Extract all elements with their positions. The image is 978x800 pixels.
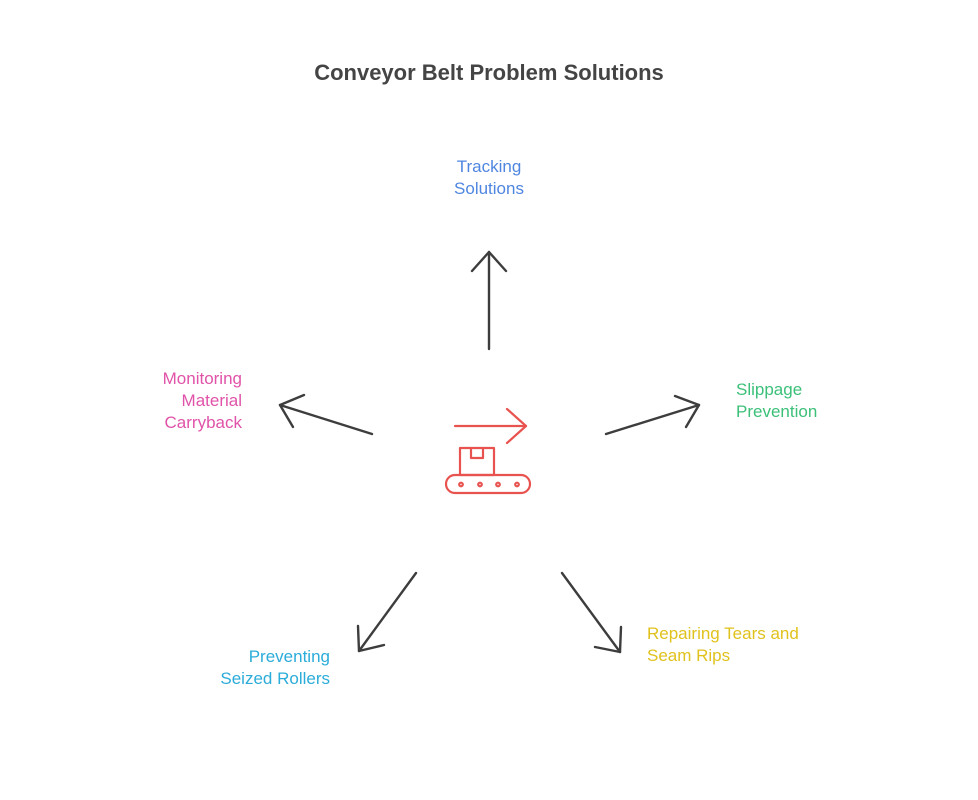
- branch-label-repairing: Repairing Tears and Seam Rips: [647, 623, 897, 667]
- roller: [458, 481, 464, 488]
- roller: [495, 481, 501, 488]
- branch-label-slippage: Slippage Prevention: [736, 379, 936, 423]
- label-line: Tracking: [456, 157, 522, 176]
- arrow-slippage: [604, 394, 701, 436]
- roller: [514, 481, 520, 488]
- label-line: Prevention: [736, 402, 818, 421]
- branch-label-seized: Preventing Seized Rollers: [130, 646, 330, 690]
- arrow-tracking: [470, 250, 508, 351]
- label-line: Monitoring: [162, 369, 242, 388]
- box: [458, 446, 496, 477]
- branch-label-tracking: Tracking Solutions: [389, 156, 589, 200]
- arrow-carryback: [278, 393, 374, 436]
- label-line: Carryback: [164, 413, 242, 432]
- diagram-title: Conveyor Belt Problem Solutions: [314, 60, 664, 85]
- branch-label-carryback: Monitoring Material Carryback: [42, 368, 242, 434]
- arrow-repairing: [560, 571, 623, 654]
- label-line: Solutions: [454, 179, 524, 198]
- label-line: Slippage: [736, 380, 803, 399]
- icon-arrow-head: [505, 407, 528, 445]
- label-line: Seam Rips: [647, 646, 731, 665]
- label-line: Seized Rollers: [220, 669, 330, 688]
- label-line: Material: [181, 391, 242, 410]
- conveyor-belt-icon: [444, 407, 532, 495]
- roller: [477, 481, 483, 488]
- label-line: Preventing: [248, 647, 330, 666]
- label-line: Repairing Tears and: [647, 624, 799, 643]
- box-tape: [469, 446, 485, 460]
- belt: [444, 473, 532, 495]
- arrow-seized: [356, 571, 418, 653]
